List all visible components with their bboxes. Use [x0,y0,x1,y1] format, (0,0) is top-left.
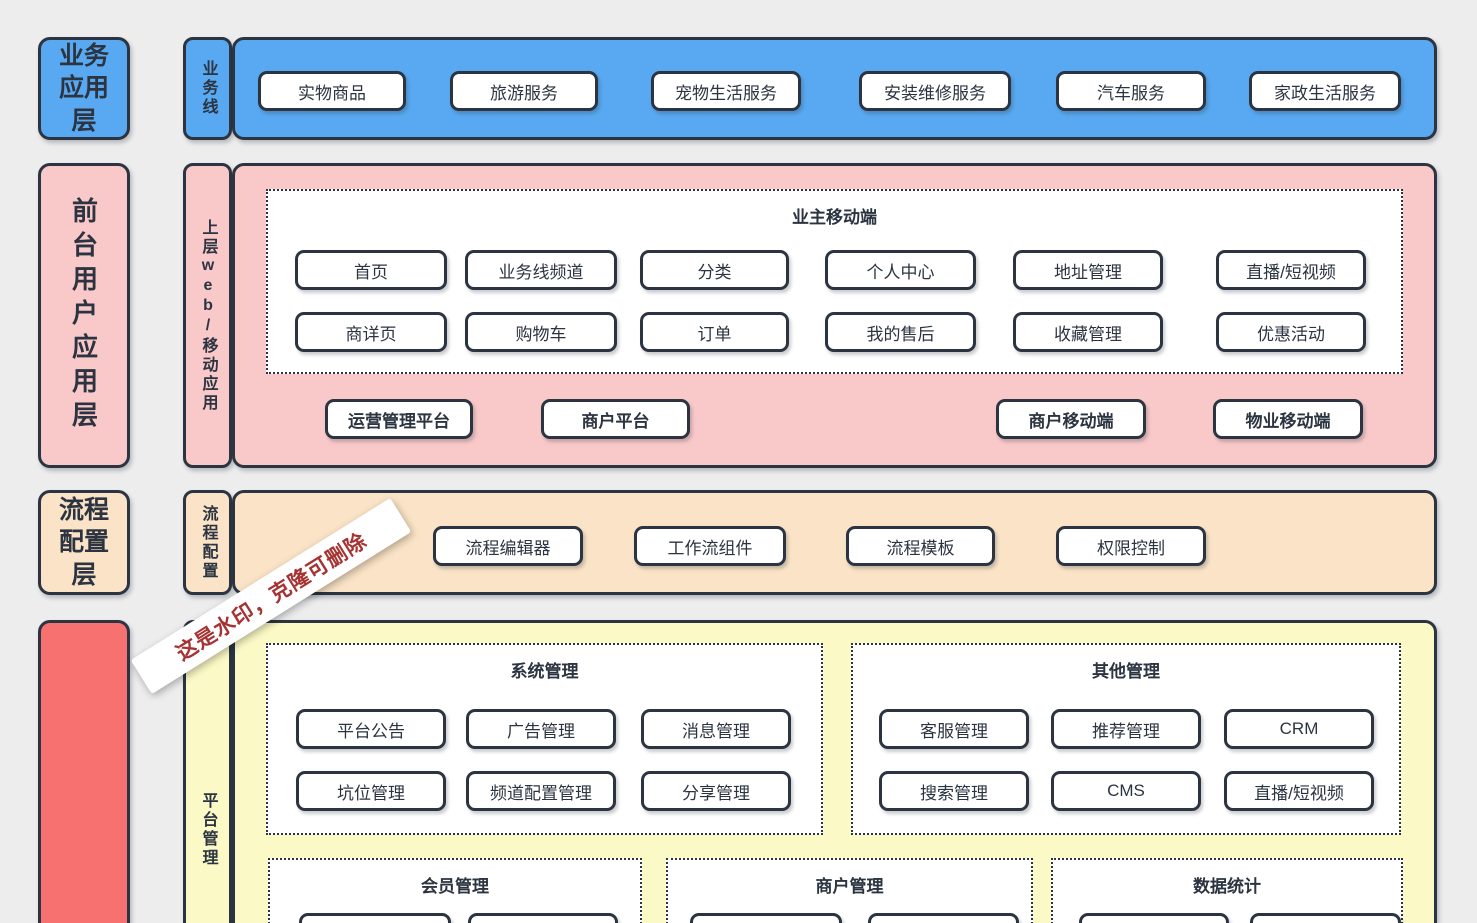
strip-workflow-config[interactable]: 流程配置 [183,490,232,595]
node-member-item-1[interactable] [299,913,451,923]
layer-label-business-text: 业务应用层 [58,41,109,135]
node-stats-item-2[interactable] [1250,913,1401,923]
layer-label-workflow[interactable]: 流程配置层 [38,490,130,595]
node-message-mgmt[interactable]: 消息管理 [641,709,791,749]
node-property-mobile[interactable]: 物业移动端 [1213,399,1363,439]
node-address-mgmt[interactable]: 地址管理 [1013,250,1163,290]
layer-label-frontend[interactable]: 前台用户应用层 [38,163,130,468]
node-workflow-widget[interactable]: 工作流组件 [634,526,786,566]
panel-platform-mgmt[interactable]: 系统管理 平台公告 广告管理 消息管理 坑位管理 频道配置管理 分享管理 其他管… [232,620,1437,923]
node-cms[interactable]: CMS [1051,771,1201,811]
group-system-mgmt[interactable]: 系统管理 平台公告 广告管理 消息管理 坑位管理 频道配置管理 分享管理 [266,643,823,835]
node-flow-editor[interactable]: 流程编辑器 [433,526,583,566]
node-car-service[interactable]: 汽车服务 [1056,71,1206,111]
panel-business-line[interactable]: 实物商品 旅游服务 宠物生活服务 安装维修服务 汽车服务 家政生活服务 [232,37,1437,140]
group-merchant-mgmt[interactable]: 商户管理 登录注册认证 [666,858,1033,923]
node-recommend-mgmt[interactable]: 推荐管理 [1051,709,1201,749]
node-permission-control[interactable]: 权限控制 [1056,526,1206,566]
group-other-mgmt[interactable]: 其他管理 客服管理 推荐管理 CRM 搜索管理 CMS 直播/短视频 [851,643,1401,835]
node-bizline-channel[interactable]: 业务线频道 [465,250,617,290]
node-orders[interactable]: 订单 [640,312,789,352]
node-shopping-cart[interactable]: 购物车 [465,312,617,352]
group-member-mgmt[interactable]: 会员管理 [268,858,642,923]
node-platform-notice[interactable]: 平台公告 [296,709,446,749]
group-owner-mobile[interactable]: 业主移动端 首页 业务线频道 分类 个人中心 地址管理 直播/短视频 商详页 购… [266,189,1403,374]
node-install-service[interactable]: 安装维修服务 [859,71,1011,111]
node-favorites-mgmt[interactable]: 收藏管理 [1013,312,1163,352]
node-channel-config[interactable]: 频道配置管理 [466,771,616,811]
layer-label-backend[interactable] [38,620,130,923]
group-system-mgmt-title: 系统管理 [510,662,579,681]
strip-platform-mgmt[interactable]: 平台管理 [183,620,232,923]
node-merchant-item-2[interactable] [868,913,1019,923]
node-promo-activity[interactable]: 优惠活动 [1216,312,1366,352]
strip-platform-mgmt-text: 平台管理 [199,792,217,868]
node-pet-service[interactable]: 宠物生活服务 [651,71,801,111]
node-my-aftersales[interactable]: 我的售后 [825,312,976,352]
node-live-short-video-mgmt[interactable]: 直播/短视频 [1224,771,1374,811]
node-flow-template[interactable]: 流程模板 [846,526,995,566]
node-customer-service-mgmt[interactable]: 客服管理 [879,709,1029,749]
node-housekeeping-service[interactable]: 家政生活服务 [1249,71,1401,111]
node-member-item-2[interactable] [468,913,618,923]
node-ops-mgmt-platform[interactable]: 运营管理平台 [325,399,473,439]
node-crm[interactable]: CRM [1224,709,1374,749]
panel-workflow-config[interactable]: 流程编辑器 工作流组件 流程模板 权限控制 [232,490,1437,595]
strip-upper-web-mobile[interactable]: 上层web/移动应用 [183,163,232,468]
node-login-register-auth[interactable]: 登录注册认证 [690,913,842,923]
strip-workflow-config-text: 流程配置 [199,504,217,581]
node-personal-center[interactable]: 个人中心 [825,250,976,290]
node-ad-mgmt[interactable]: 广告管理 [466,709,616,749]
layer-label-workflow-text: 流程配置层 [58,495,109,589]
node-live-short-video[interactable]: 直播/短视频 [1216,250,1366,290]
node-stats-item-1[interactable] [1079,913,1229,923]
layer-label-business[interactable]: 业务应用层 [38,37,130,140]
node-category[interactable]: 分类 [640,250,789,290]
node-search-mgmt[interactable]: 搜索管理 [879,771,1029,811]
node-travel-service[interactable]: 旅游服务 [450,71,598,111]
node-home-page[interactable]: 首页 [295,250,447,290]
group-other-mgmt-title: 其他管理 [1092,662,1160,681]
group-data-stats-title: 数据统计 [1193,877,1261,896]
strip-business-line-text: 业务线 [199,60,217,117]
layer-label-frontend-text: 前台用户应用层 [68,196,99,435]
group-data-stats[interactable]: 数据统计 [1051,858,1403,923]
group-owner-mobile-title: 业主移动端 [792,208,877,227]
node-slot-mgmt[interactable]: 坑位管理 [296,771,446,811]
strip-business-line[interactable]: 业务线 [183,37,232,140]
node-product-detail[interactable]: 商详页 [295,312,447,352]
node-merchant-mobile[interactable]: 商户移动端 [996,399,1146,439]
group-merchant-mgmt-title: 商户管理 [815,877,884,896]
node-share-mgmt[interactable]: 分享管理 [641,771,791,811]
panel-frontend-apps[interactable]: 业主移动端 首页 业务线频道 分类 个人中心 地址管理 直播/短视频 商详页 购… [232,163,1437,468]
node-merchant-platform[interactable]: 商户平台 [541,399,690,439]
strip-upper-web-mobile-text: 上层web/移动应用 [199,218,217,413]
node-physical-goods[interactable]: 实物商品 [258,71,406,111]
group-member-mgmt-title: 会员管理 [421,877,489,896]
